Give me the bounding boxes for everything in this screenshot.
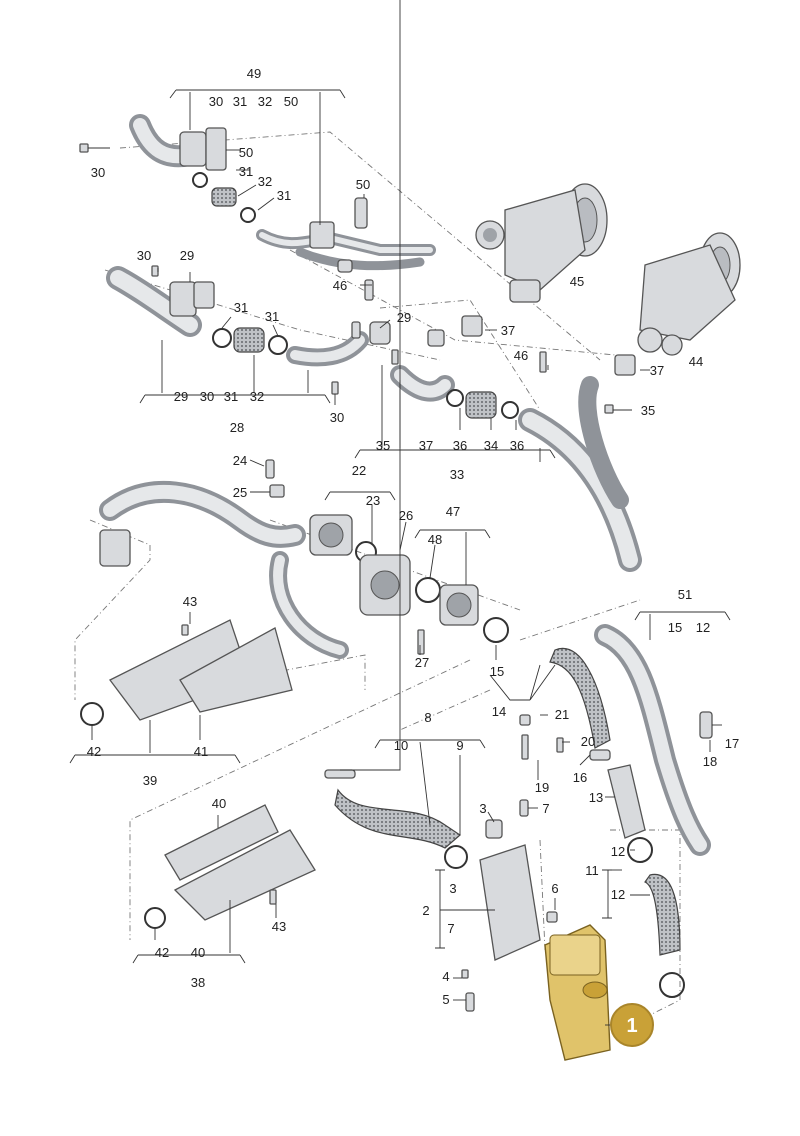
callout-19: 19 [535,780,549,795]
callout-30-left: 30 [137,248,151,263]
callout-37-a: 37 [501,323,515,338]
callout-28-31: 31 [224,389,238,404]
callout-42-b: 42 [155,945,169,960]
callout-31-c: 31 [234,300,248,315]
turbocharger-44 [637,232,741,356]
callout-1: 1 [626,1015,637,1037]
callout-28-30: 30 [200,389,214,404]
callout-33-34: 34 [484,438,498,453]
callout-14: 14 [492,704,506,719]
callout-21: 21 [555,707,569,722]
pipe-assembly-33 [390,315,642,572]
callout-51: 51 [678,587,692,602]
callout-39: 39 [143,773,157,788]
callout-18: 18 [703,754,717,769]
callout-31-a: 31 [239,164,253,179]
callout-3-b: 3 [449,881,456,896]
callout-6: 6 [551,881,558,896]
callout-33: 33 [450,467,464,482]
callout-30-b: 30 [330,410,344,425]
leader-lines [69,0,731,1026]
callout-29-left: 29 [180,248,194,263]
charge-air-cooler-39 [80,619,293,726]
callout-13: 13 [589,790,603,805]
callout-40: 40 [212,796,226,811]
callout-49: 49 [247,66,261,81]
callout-48: 48 [428,532,442,547]
callout-35-right: 35 [641,403,655,418]
callout-50-b: 50 [356,177,370,192]
callout-27: 27 [415,655,429,670]
callout-49-50: 50 [284,94,298,109]
callout-5: 5 [442,992,449,1007]
callout-25: 25 [233,485,247,500]
callout-labels: 49 30 31 32 50 30 50 31 32 31 50 46 45 4… [87,66,739,1007]
callout-33-36b: 36 [510,438,524,453]
callout-49-31: 31 [233,94,247,109]
callout-46-a: 46 [333,278,347,293]
callout-33-37: 37 [419,438,433,453]
turbocharger-45 [475,183,608,303]
callout-28-32: 32 [250,389,264,404]
callout-12-a: 12 [611,844,625,859]
callout-7-b: 7 [447,921,454,936]
callout-33-35: 35 [376,438,390,453]
charge-air-cooler-38 [144,804,316,929]
callout-12-b: 12 [611,887,625,902]
callout-47: 47 [446,504,460,519]
callout-4: 4 [442,969,449,984]
callout-43-a: 43 [183,594,197,609]
callout-49-32: 32 [258,94,272,109]
callout-49-30: 30 [209,94,223,109]
callout-16: 16 [573,770,587,785]
callout-28-29: 29 [174,389,188,404]
callout-7-a: 7 [542,801,549,816]
callout-50-a: 50 [239,145,253,160]
callout-17: 17 [725,736,739,751]
hose-assembly-8 [324,769,558,1012]
callout-43-b: 43 [272,919,286,934]
callout-2: 2 [422,903,429,918]
callout-8: 8 [424,710,431,725]
pipe-assembly-51 [519,624,713,998]
callout-26: 26 [399,508,413,523]
pipe-assembly-49 [79,114,436,301]
callout-33-36a: 36 [453,438,467,453]
callout-51-15: 15 [668,620,682,635]
callout-29-right: 29 [397,310,411,325]
callout-30-top: 30 [91,165,105,180]
callout-40-b: 40 [191,945,205,960]
callout-23: 23 [366,493,380,508]
callout-28: 28 [230,420,244,435]
callout-31-b: 31 [277,188,291,203]
callout-31-d: 31 [265,309,279,324]
callout-3-a: 3 [479,801,486,816]
callout-11: 11 [585,863,599,878]
callout-45: 45 [570,274,584,289]
callout-41: 41 [194,744,208,759]
highlight-badge-1: 1 [610,1003,654,1047]
throttle-assembly [99,459,509,659]
callout-10: 10 [394,738,408,753]
callout-42-a: 42 [87,744,101,759]
callout-9: 9 [456,738,463,753]
callout-38: 38 [191,975,205,990]
pipe-assembly-28 [106,265,391,395]
callout-22: 22 [352,463,366,478]
callout-32-a: 32 [258,174,272,189]
callout-24: 24 [233,453,247,468]
egr-cooler-part-1 [544,924,611,1061]
callout-46-b: 46 [514,348,528,363]
callout-20: 20 [581,734,595,749]
callout-15-a: 15 [490,664,504,679]
callout-51-12: 12 [696,620,710,635]
callout-37-b: 37 [650,363,664,378]
callout-44: 44 [689,354,703,369]
